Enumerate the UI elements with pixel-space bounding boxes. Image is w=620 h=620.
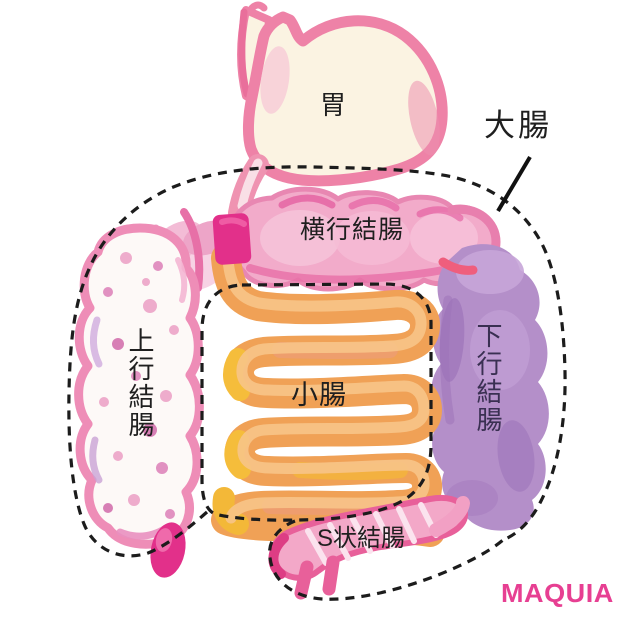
stomach-shape <box>228 1 448 224</box>
sigmoid-leg <box>322 555 340 596</box>
large-intestine-pointer-line <box>496 155 532 213</box>
label-stomach: 胃 <box>320 90 348 120</box>
maquia-logo: MAQUIA <box>501 578 614 608</box>
transverse-colon-shape <box>229 186 501 292</box>
ascending-colon-dots <box>99 252 179 519</box>
sigmoid-leg <box>294 560 314 600</box>
large-intestine-outline <box>67 165 567 601</box>
label-ascending-colon: 上行結腸 <box>125 327 156 439</box>
ascending-colon-shape <box>74 223 204 578</box>
descending-colon-shape <box>431 244 549 531</box>
sigmoid-colon-shape <box>268 494 470 600</box>
splenic-flexure-accent <box>438 257 478 275</box>
label-descending-colon: 下行結腸 <box>473 322 504 434</box>
label-small-intestine: 小腸 <box>291 380 347 410</box>
label-large-intestine: 大腸 <box>484 108 552 143</box>
label-sigmoid-colon: S状結腸 <box>317 525 406 552</box>
label-transverse-colon: 横行結腸 <box>300 216 405 244</box>
small-intestine-shape <box>211 243 445 547</box>
pylorus-shape <box>212 213 252 265</box>
